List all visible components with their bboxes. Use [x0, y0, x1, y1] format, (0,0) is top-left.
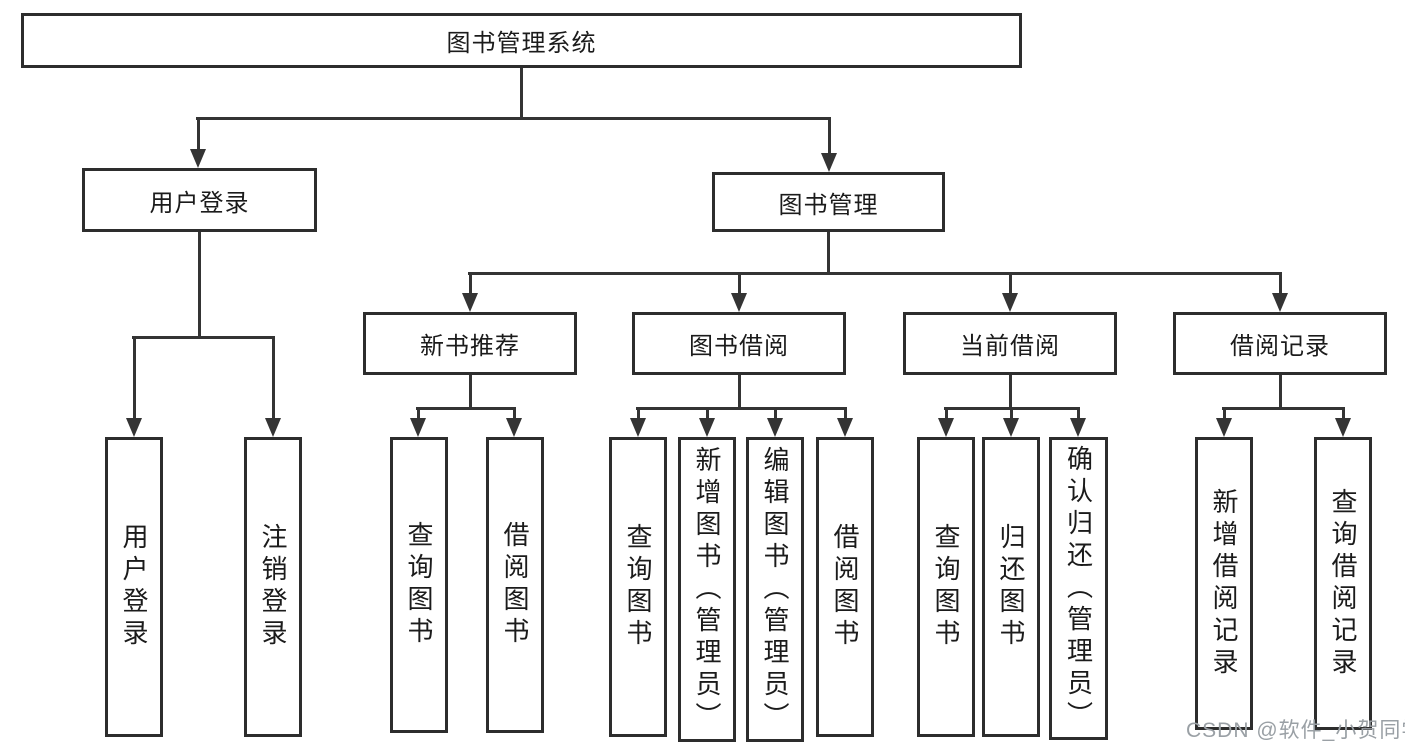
leaf-query-books-borrow: 查询图书 — [609, 437, 667, 737]
arrowhead-down-icon — [731, 293, 747, 312]
connector-vline — [1077, 407, 1080, 420]
node-label: 当前借阅 — [960, 333, 1060, 360]
connector-vline — [1342, 407, 1345, 420]
node-label: 注销登录 — [258, 523, 288, 651]
node-book-borrowing: 图书借阅 — [632, 312, 846, 375]
connector-vline — [945, 407, 948, 420]
arrowhead-down-icon — [1070, 418, 1086, 437]
node-label: 借阅图书 — [500, 521, 530, 649]
connector-vline — [1010, 407, 1013, 420]
arrowhead-down-icon — [1272, 293, 1288, 312]
connector-vline — [844, 407, 847, 420]
node-label: 查询图书 — [931, 523, 961, 651]
connector-vline — [1223, 407, 1226, 420]
connector-vline — [272, 336, 275, 420]
leaf-add-books-admin: 新增图书（管理员） — [678, 437, 736, 742]
node-label: 查询图书 — [404, 521, 434, 649]
connector-vline — [417, 407, 420, 420]
connector-vline — [828, 117, 831, 154]
leaf-user-login: 用户登录 — [105, 437, 163, 737]
leaf-query-books-current: 查询图书 — [917, 437, 975, 737]
node-label: 用户登录 — [149, 189, 250, 217]
node-label: 确认归还（管理员） — [1063, 444, 1094, 733]
connector-vline — [198, 232, 201, 338]
leaf-logout: 注销登录 — [244, 437, 302, 737]
node-new-book-recommendation: 新书推荐 — [363, 312, 577, 375]
leaf-return-books: 归还图书 — [982, 437, 1040, 737]
csdn-watermark: CSDN @软件_小贺同学 — [1186, 719, 1405, 742]
arrowhead-down-icon — [699, 418, 715, 437]
arrowhead-down-icon — [837, 418, 853, 437]
connector-vline — [469, 375, 472, 409]
leaf-borrow-books: 借阅图书 — [816, 437, 874, 737]
connector-hline — [636, 407, 847, 410]
connector-vline — [520, 68, 523, 118]
node-label: 新书推荐 — [420, 333, 520, 360]
connector-vline — [738, 375, 741, 409]
node-label: 归还图书 — [996, 523, 1026, 651]
connector-vline — [1009, 375, 1012, 409]
arrowhead-down-icon — [938, 418, 954, 437]
connector-hline — [1222, 407, 1345, 410]
leaf-query-borrow-record: 查询借阅记录 — [1314, 437, 1372, 730]
leaf-borrow-books-recommend: 借阅图书 — [486, 437, 544, 733]
connector-vline — [133, 336, 136, 420]
arrowhead-down-icon — [265, 418, 281, 437]
node-label: 新增借阅记录 — [1209, 487, 1239, 680]
connector-vline — [1279, 272, 1282, 294]
arrowhead-down-icon — [506, 418, 522, 437]
arrowhead-down-icon — [126, 418, 142, 437]
node-book-management-branch: 图书管理 — [712, 172, 945, 232]
connector-vline — [774, 407, 777, 420]
connector-vline — [1279, 375, 1282, 409]
leaf-add-borrow-record: 新增借阅记录 — [1195, 437, 1253, 730]
connector-vline — [1009, 272, 1012, 294]
connector-vline — [706, 407, 709, 420]
connector-vline — [197, 117, 200, 151]
arrowhead-down-icon — [462, 293, 478, 312]
connector-hline — [468, 272, 1282, 275]
arrowhead-down-icon — [190, 149, 206, 168]
node-label: 查询图书 — [623, 523, 653, 651]
node-borrowing-records: 借阅记录 — [1173, 312, 1387, 375]
leaf-query-books-recommend: 查询图书 — [390, 437, 448, 733]
connector-hline — [196, 117, 831, 120]
node-label: 新增图书（管理员） — [692, 445, 722, 734]
connector-hline — [416, 407, 516, 410]
arrowhead-down-icon — [1335, 418, 1351, 437]
node-root-book-management-system: 图书管理系统 — [21, 13, 1022, 68]
arrowhead-down-icon — [630, 418, 646, 437]
connector-vline — [469, 272, 472, 294]
node-current-borrowing: 当前借阅 — [903, 312, 1117, 375]
node-label: 图书借阅 — [689, 333, 789, 360]
node-label: 借阅图书 — [830, 523, 860, 651]
connector-hline — [132, 336, 275, 339]
arrowhead-down-icon — [1002, 293, 1018, 312]
node-label: 图书管理系统 — [446, 30, 597, 57]
node-label: 编辑图书（管理员） — [760, 445, 790, 734]
arrowhead-down-icon — [1216, 418, 1232, 437]
node-label: 用户登录 — [119, 523, 149, 651]
leaf-confirm-return-admin: 确认归还（管理员） — [1049, 437, 1108, 740]
arrowhead-down-icon — [410, 418, 426, 437]
arrowhead-down-icon — [1003, 418, 1019, 437]
arrowhead-down-icon — [821, 153, 837, 172]
connector-vline — [738, 272, 741, 294]
node-label: 图书管理 — [778, 191, 879, 219]
node-label: 借阅记录 — [1230, 333, 1330, 360]
connector-vline — [637, 407, 640, 420]
leaf-edit-books-admin: 编辑图书（管理员） — [746, 437, 804, 742]
arrowhead-down-icon — [767, 418, 783, 437]
node-label: 查询借阅记录 — [1328, 487, 1358, 680]
connector-vline — [827, 232, 830, 274]
node-user-login-branch: 用户登录 — [82, 168, 317, 232]
connector-vline — [513, 407, 516, 420]
